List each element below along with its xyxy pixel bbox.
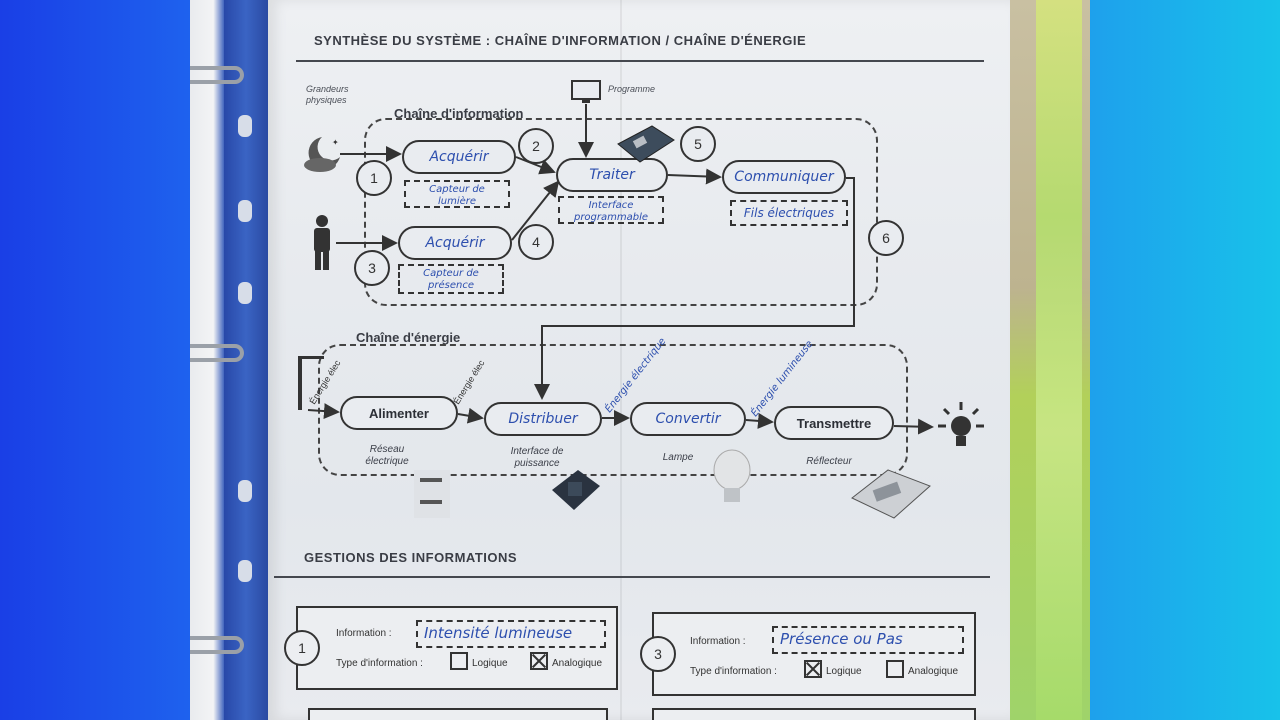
photo-frame: Synthèse du système : chaîne d'informati… [190, 0, 1090, 720]
card-number: 1 [284, 630, 320, 666]
alimenter-box: Alimenter [340, 396, 458, 430]
connector-lines [307, 104, 934, 435]
info-card-4-partial [652, 708, 976, 720]
convertir-box: Convertir [630, 402, 746, 436]
interface-programmable-box: Interface programmable [558, 196, 664, 224]
reflector-device-icon [851, 469, 931, 519]
communiquer-box: Communiquer [722, 160, 846, 194]
info-card-2: 3 Information : Présence ou Pas Type d'i… [640, 612, 976, 696]
card-number: 3 [640, 636, 676, 672]
grandeurs-label: Grandeurs physiques [306, 84, 349, 105]
logique-label: Logique [472, 658, 508, 669]
relay-module-icon [552, 470, 600, 510]
info-value: Intensité lumineuse [416, 620, 606, 648]
electric-meter-icon [414, 470, 450, 518]
ring-icon [190, 636, 244, 654]
interface-puissance-caption: Interface de puissance [510, 446, 564, 469]
worksheet-page: Synthèse du système : chaîne d'informati… [268, 0, 1010, 720]
type-label: Type d'information : [336, 658, 423, 669]
transmettre-box: Transmettre [774, 406, 894, 440]
logique-checkbox[interactable] [804, 660, 822, 678]
green-highlight-edge [1036, 0, 1082, 720]
info-card-3-partial [308, 708, 608, 720]
title-rule [296, 60, 984, 62]
arduino-board-icon [617, 125, 675, 163]
section2-rule [274, 576, 990, 578]
acquerir-2-box: Acquérir [398, 226, 512, 260]
page-title: Synthèse du système : chaîne d'informati… [314, 33, 807, 48]
capteur-lumiere-box: Capteur de lumière [404, 180, 510, 208]
reseau-caption: Réseau électrique [365, 444, 409, 467]
info-chain-area [364, 118, 878, 306]
punch-hole [238, 560, 252, 582]
svg-text:✦: ✦ [332, 138, 339, 147]
programme-label: Programme [608, 84, 656, 94]
acquerir-1-box: Acquérir [402, 140, 516, 174]
punch-hole [238, 480, 252, 502]
distribuer-box: Distribuer [484, 402, 602, 436]
reflecteur-caption: Réflecteur [806, 456, 852, 467]
step-number-2: 2 [518, 128, 554, 164]
ring-icon [190, 344, 244, 362]
type-label: Type d'information : [690, 666, 777, 677]
analogique-label: Analogique [552, 658, 603, 669]
fils-electriques-box: Fils électriques [730, 200, 848, 226]
step-number-5: 5 [680, 126, 716, 162]
ring-icon [190, 66, 244, 84]
monitor-icon [571, 80, 601, 103]
lightbulb-icon [938, 402, 984, 446]
power-pylon-icon [298, 356, 324, 410]
section2-title: Gestions des informations [304, 550, 518, 565]
step-number-4: 4 [518, 224, 554, 260]
punch-hole [238, 282, 252, 304]
info-label: Information : [336, 628, 392, 639]
capteur-presence-box: Capteur de présence [398, 264, 504, 294]
energy-chain-title: Chaîne d'énergie [356, 330, 461, 345]
lamp-bulb-icon [713, 449, 751, 502]
logique-label: Logique [826, 666, 862, 677]
step-number-1: 1 [356, 160, 392, 196]
person-icon [314, 215, 330, 270]
info-value: Présence ou Pas [772, 626, 964, 654]
lampe-caption: Lampe [662, 452, 694, 463]
analogique-checkbox[interactable] [530, 652, 548, 670]
logique-checkbox[interactable] [450, 652, 468, 670]
night-moon-icon: ✦ [304, 137, 340, 172]
info-card-1: 1 Information : Intensité lumineuse Type… [284, 606, 618, 690]
step-number-6: 6 [868, 220, 904, 256]
info-label: Information : [690, 636, 746, 647]
traiter-box: Traiter [556, 158, 668, 192]
punch-hole [238, 200, 252, 222]
page-fold [620, 0, 622, 720]
info-chain-title: Chaîne d'information [394, 106, 524, 121]
analogique-label: Analogique [908, 666, 959, 677]
binder-rings [190, 0, 268, 720]
analogique-checkbox[interactable] [886, 660, 904, 678]
punch-hole [238, 115, 252, 137]
step-number-3: 3 [354, 250, 390, 286]
